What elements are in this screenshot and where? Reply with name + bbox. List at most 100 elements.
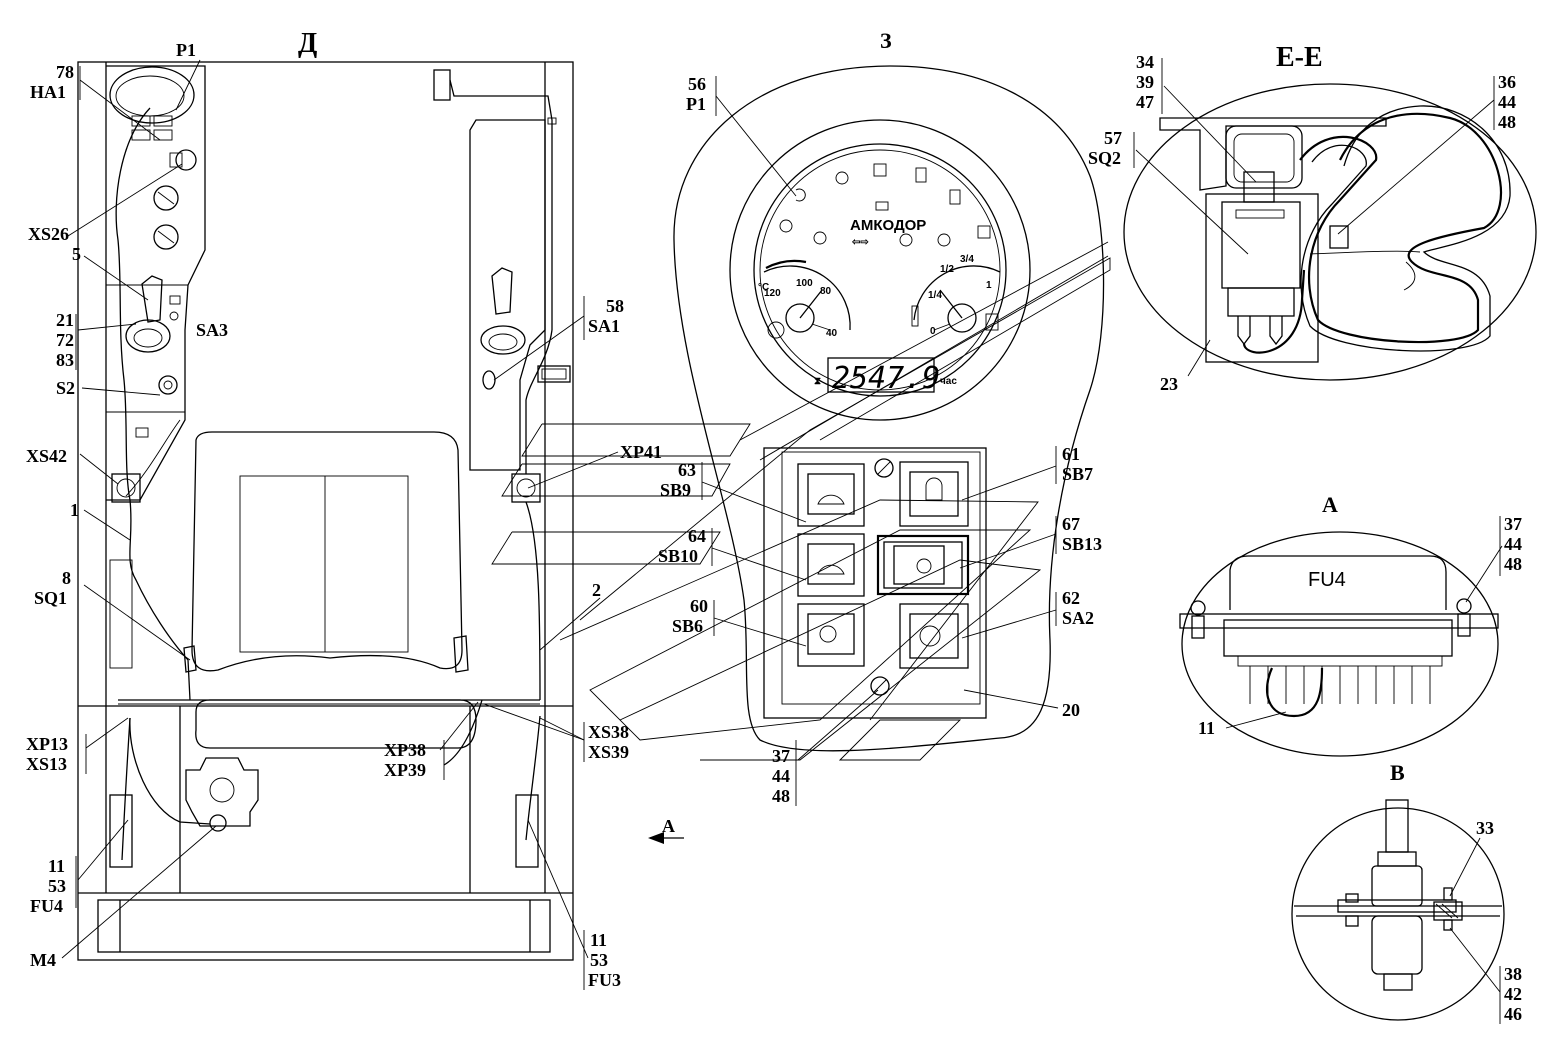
label-53-left: 53 [48,876,66,896]
detail-v: В [1291,760,1505,1021]
label-21: 21 [56,310,74,330]
fuel-tick-full: 1 [986,280,992,291]
joystick-5 [141,275,163,323]
rear-wiper-icon [817,564,845,575]
label-sb7: SB7 [1062,464,1093,484]
section-ee-labels: 34 39 47 57 SQ2 36 44 48 23 [1088,52,1516,394]
fuel-gauge: 1/4 1/2 3/4 1 0 [911,254,1001,337]
label-8: 8 [62,568,71,588]
work-light-icon [916,558,932,574]
button-sb7[interactable] [899,461,969,527]
label-fu3: FU3 [588,970,621,990]
button-sb6[interactable] [797,603,865,667]
temp-unit: °C [758,282,769,293]
label-xp38: XP38 [384,740,426,760]
parking-brake-icon [937,233,951,247]
label-xs39: XS39 [588,742,629,762]
switch-sa2[interactable] [899,603,969,669]
arrow-a-label: А [662,816,675,836]
label-11-right: 11 [590,930,607,950]
brake-icon [899,233,913,247]
label-sq2: SQ2 [1088,148,1121,168]
detail-v-labels: 33 38 42 46 [1476,818,1522,1024]
panel-contour [673,65,1105,752]
fuel-filter-icon [873,163,887,177]
button-sb9[interactable] [797,463,865,527]
label-xs38: XS38 [588,722,629,742]
panel-screw-bottom [870,676,890,696]
coolant-level-icon [915,167,927,183]
cab-labels: P1 78 HA1 XS26 5 SA3 21 72 83 S2 XS42 1 … [26,40,675,990]
panel-labels: 56 P1 63 SB9 64 SB10 60 SB6 61 SB7 67 SB… [658,74,1102,806]
label-67: 67 [1062,514,1080,534]
detail-v-circle [1291,807,1505,1021]
detail-a-title: А [1322,492,1338,517]
button-sb13[interactable] [876,534,970,596]
button-sb10[interactable] [797,533,865,597]
oil-pressure-icon [835,171,849,185]
hydraulic-icon [977,225,991,239]
label-57: 57 [1104,128,1122,148]
gauge-brand: АМКОДОР [850,217,926,234]
label-72: 72 [56,330,74,350]
temp-tick-80: 80 [820,286,832,297]
label-48-a: 48 [1504,554,1522,574]
label-sb10: SB10 [658,546,698,566]
label-fu4-left: FU4 [30,896,63,916]
right-console [469,119,546,471]
label-ha1: HA1 [30,82,66,102]
label-xp41: XP41 [620,442,662,462]
label-47: 47 [1136,92,1154,112]
label-23: 23 [1160,374,1178,394]
label-11-a: 11 [1198,718,1215,738]
detail-v-title: В [1390,760,1405,785]
temp-tick-100: 100 [796,278,813,289]
view-z-title: З [880,28,892,53]
label-sb13: SB13 [1062,534,1102,554]
harness-left [115,107,191,701]
joystick-right [491,267,513,315]
label-m4: M4 [30,950,56,970]
bottom-beam [97,899,551,953]
label-xs42: XS42 [26,446,67,466]
fuse-block-pins [1249,666,1431,704]
warning-lamps: ⇦⇨ [779,163,991,248]
fuse-block-label: FU4 [1308,569,1346,591]
label-sq1: SQ1 [34,588,67,608]
view-z-panel: З ⇦⇨ АМКОДОР °C [491,28,1111,761]
label-53-right: 53 [590,950,608,970]
label-63: 63 [678,460,696,480]
detail-a-labels: 37 44 48 11 [1198,514,1522,738]
fuse-fu3 [515,794,539,868]
label-44-panel: 44 [772,766,790,786]
label-xp39: XP39 [384,760,426,780]
label-48-panel: 48 [772,786,790,806]
label-xs26: XS26 [28,224,69,244]
panel-leaders [701,76,1059,806]
headlight-icon [819,625,837,643]
label-sa3: SA3 [196,320,228,340]
sensor-sq2-housing [1205,193,1319,363]
panel-screw-top [874,458,894,478]
detail-v-leaders [1449,837,1501,1024]
brake-fluid-icon [779,219,793,233]
screw-right-icon [1456,598,1472,614]
fuse-block-fu4 [1223,619,1453,657]
connector-xs42 [111,473,141,503]
label-83: 83 [56,350,74,370]
switch-sa1 [482,370,496,390]
fuel-tick-three-quarter: 3/4 [960,254,974,265]
label-sb9: SB9 [660,480,691,500]
switch-panel [763,447,987,719]
knob-upper [153,185,179,211]
switch-sq1 [183,645,197,673]
left-console [106,65,206,501]
view-d-cab: Д [77,28,574,961]
label-39: 39 [1136,72,1154,92]
cab-leaders [61,59,684,990]
detail-a-leaders [1225,516,1503,729]
label-36: 36 [1498,72,1516,92]
jumper-wire [1265,667,1324,718]
label-p1-panel: P1 [686,94,706,114]
battery-icon [875,201,889,211]
